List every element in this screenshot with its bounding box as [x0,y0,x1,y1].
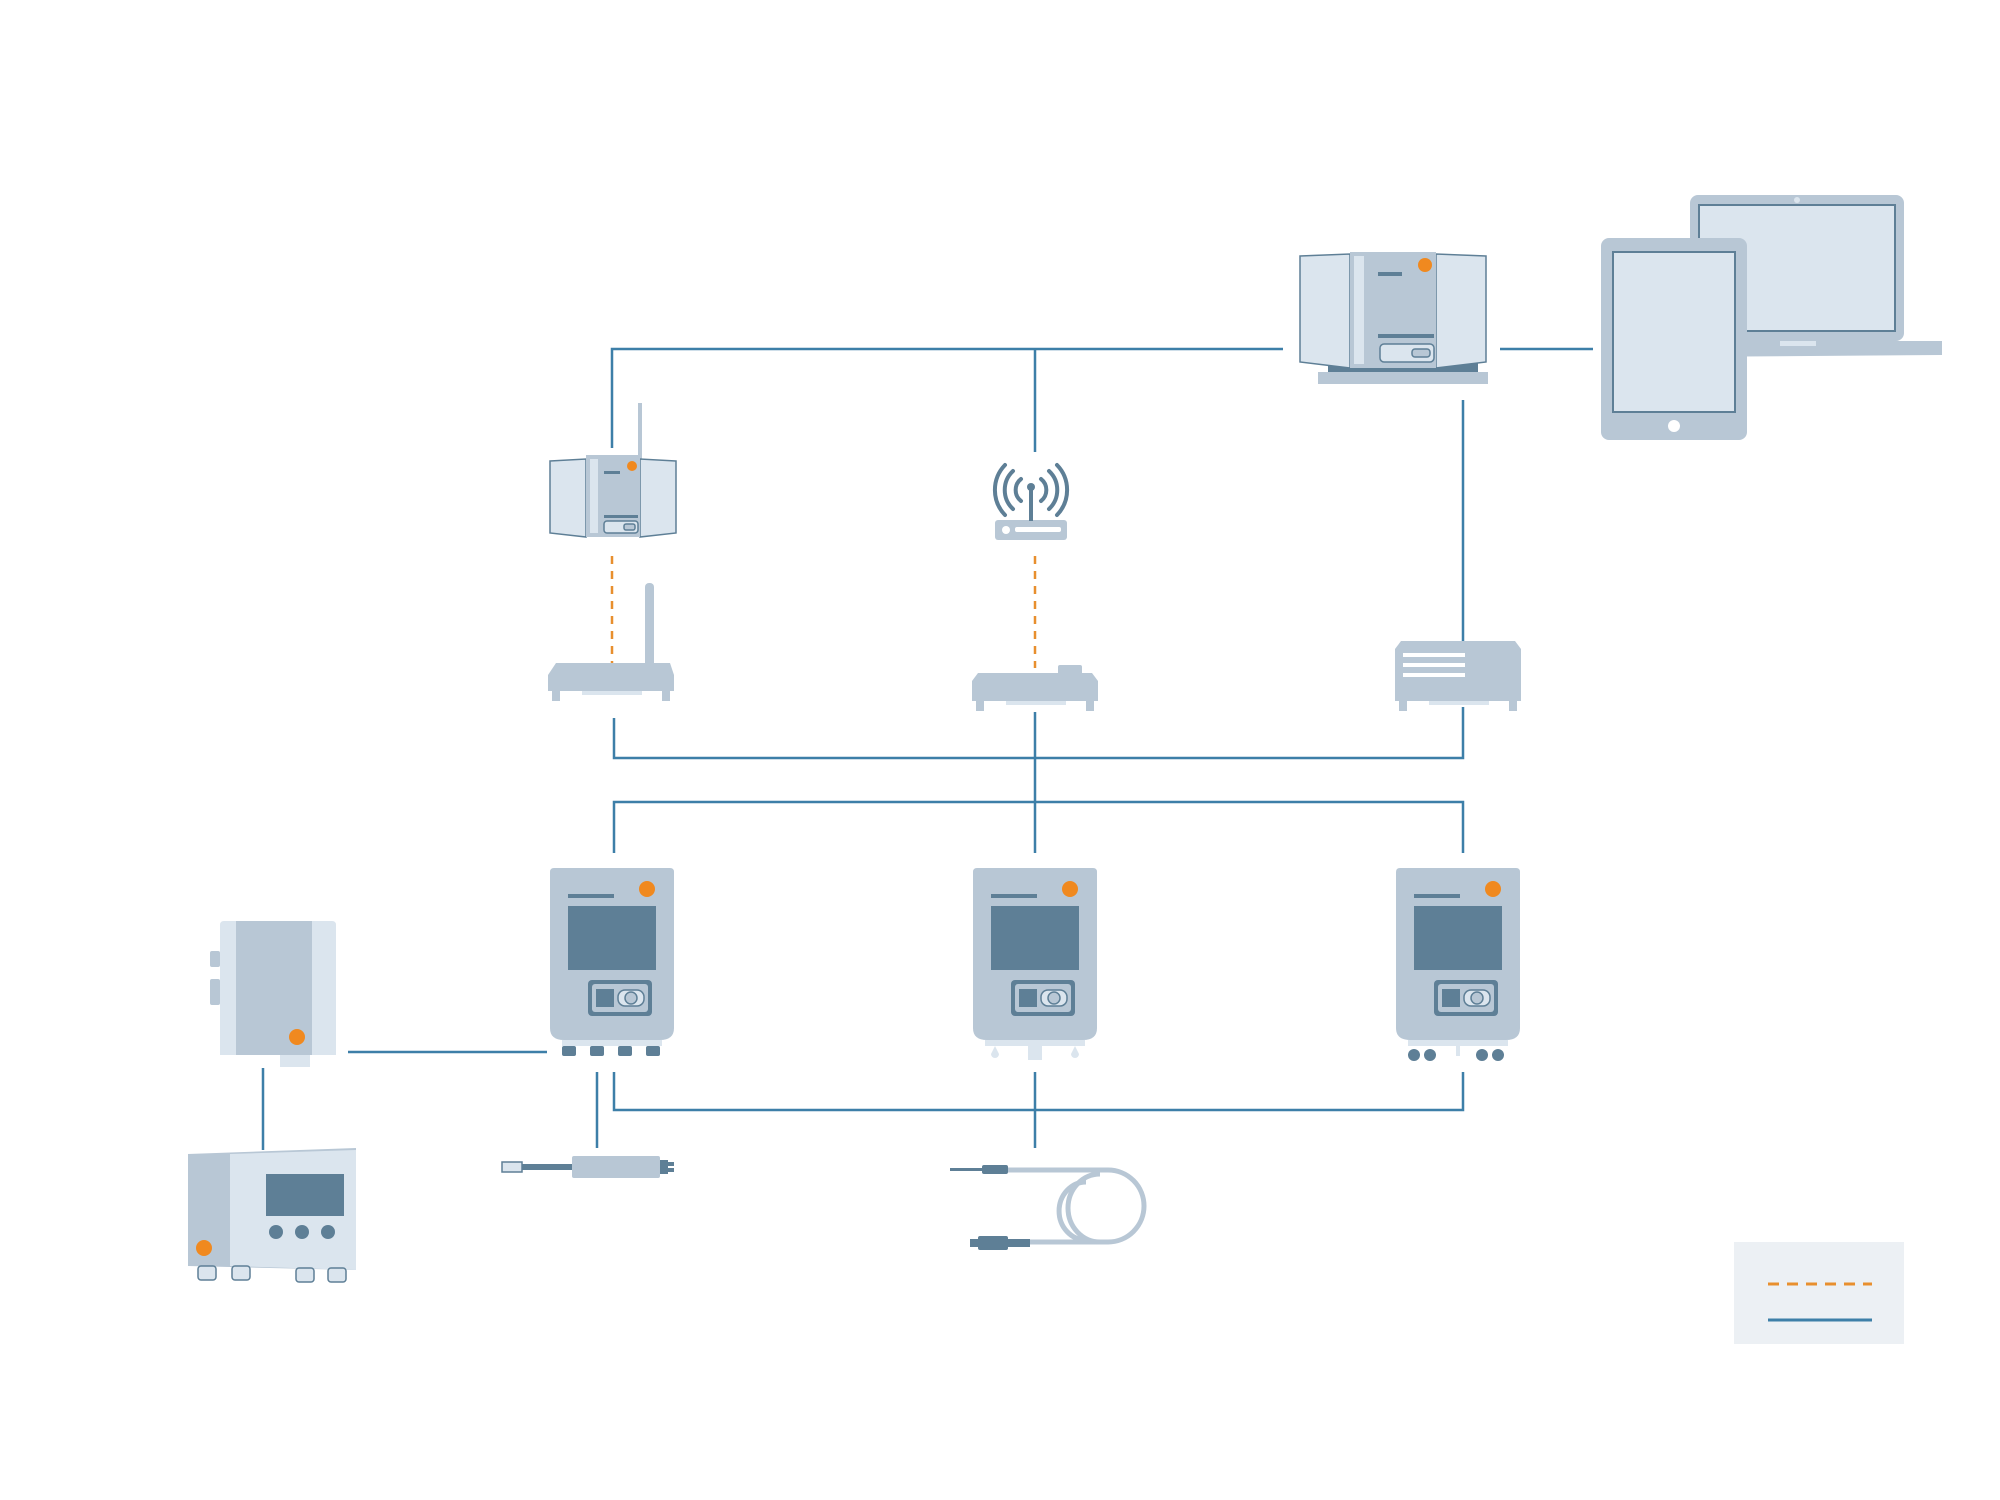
cloud-base-icon [1299,252,1488,384]
legend-box [1734,1242,1904,1344]
rod-probe-icon [501,1156,674,1178]
tablet-icon [1601,238,1747,440]
data-logger-icon [1396,868,1520,1061]
wifi-probe-icon [972,665,1098,711]
logger-bus-line [612,800,1465,853]
data-logger-icon [973,868,1097,1060]
wifi-access-point-icon [992,463,1070,540]
radio-base-station-icon [549,403,677,538]
analog-module-icon [188,1148,356,1283]
lan-module-icon [1395,641,1521,711]
data-logger-icon [550,868,674,1056]
transmitter-icon [210,921,336,1067]
legend [1734,1242,1904,1344]
radio-probe-icon [548,583,674,701]
probe-bus-line [612,707,1465,760]
top-bus-line [610,347,1283,448]
sensor-bus-line [612,1072,1465,1112]
cable-probe-icon [950,1165,1147,1250]
connection-lines [261,347,1593,1150]
